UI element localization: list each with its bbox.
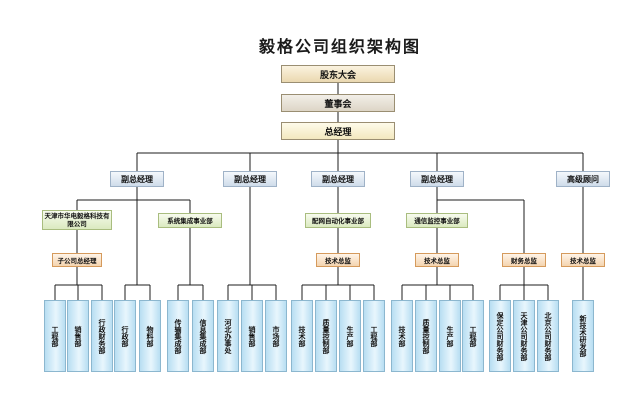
dept-box: 信息集成部 — [192, 300, 214, 372]
dept-box: 销售部 — [241, 300, 263, 372]
dept-box: 新技术研发部 — [572, 300, 594, 372]
division-tianjin: 天津市华电毅格科技有限公司 — [42, 210, 112, 230]
dept-box: 传输集成部 — [167, 300, 189, 372]
dept-box: 销售部 — [67, 300, 89, 372]
vp-box-1: 副总经理 — [110, 171, 164, 187]
dept-box: 行政财务部 — [91, 300, 113, 372]
division-system: 系统集成事业部 — [158, 213, 222, 228]
dept-box: 保定公司财务部 — [489, 300, 511, 372]
dept-box: 工程部 — [462, 300, 484, 372]
sub-gm-box: 子公司总经理 — [52, 253, 102, 267]
board-box: 董事会 — [281, 94, 395, 112]
dept-box: 河北办事处 — [217, 300, 239, 372]
chart-title: 毅格公司组织架构图 — [258, 37, 421, 56]
vp-box-3: 副总经理 — [311, 171, 365, 187]
dept-box: 生产部 — [439, 300, 461, 372]
shareholders-box: 股东大会 — [281, 65, 395, 83]
dept-box: 质量控制部 — [415, 300, 437, 372]
tech-director-box-2: 技术总监 — [415, 253, 459, 267]
dept-box: 行政部 — [114, 300, 136, 372]
dept-box: 质量控制部 — [315, 300, 337, 372]
tech-director-box-1: 技术总监 — [316, 253, 360, 267]
dept-box: 天津公司财务部 — [513, 300, 535, 372]
division-grid: 配网自动化事业部 — [305, 213, 371, 228]
dept-box: 工程部 — [44, 300, 66, 372]
vp-box-2: 副总经理 — [223, 171, 277, 187]
finance-director-box: 财务总监 — [502, 253, 546, 267]
dept-box: 技术部 — [291, 300, 313, 372]
gm-box: 总经理 — [281, 122, 395, 140]
advisor-box: 高级顾问 — [556, 171, 610, 187]
dept-box: 北京公司财务部 — [537, 300, 559, 372]
division-comm: 通信监控事业部 — [406, 213, 468, 228]
vp-box-4: 副总经理 — [410, 171, 464, 187]
dept-box: 技术部 — [391, 300, 413, 372]
tech-director-box-3: 技术总监 — [561, 253, 605, 267]
dept-box: 生产部 — [339, 300, 361, 372]
dept-box: 物料部 — [139, 300, 161, 372]
dept-box: 市场部 — [265, 300, 287, 372]
dept-box: 工程部 — [363, 300, 385, 372]
